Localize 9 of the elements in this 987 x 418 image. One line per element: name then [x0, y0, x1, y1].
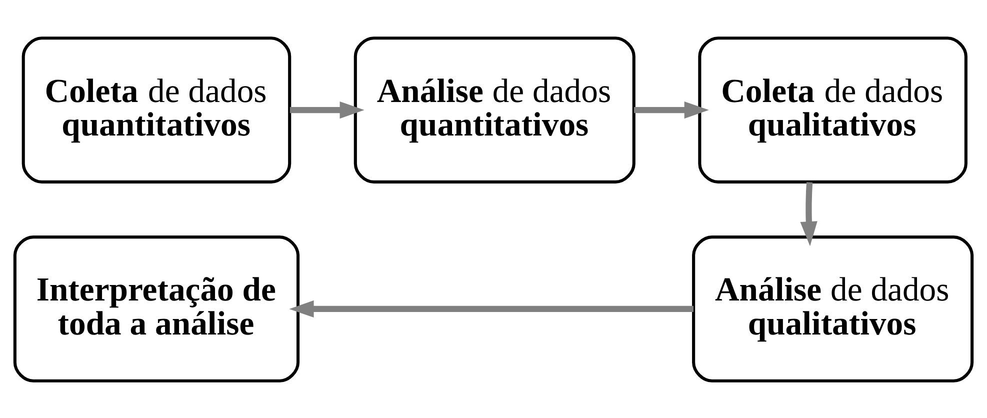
arrow	[634, 100, 709, 118]
arrow	[290, 100, 364, 118]
arrow	[800, 182, 818, 246]
node-box: Interpretação de toda a análise	[13, 235, 300, 382]
node-box: Coleta de dados qualitativos	[698, 36, 968, 183]
node-box: Análise de dados quantitativos	[354, 36, 636, 183]
arrow	[289, 300, 694, 318]
node-box: Análise de dados qualitativos	[692, 235, 974, 382]
node-box: Coleta de dados quantitativos	[22, 36, 292, 183]
